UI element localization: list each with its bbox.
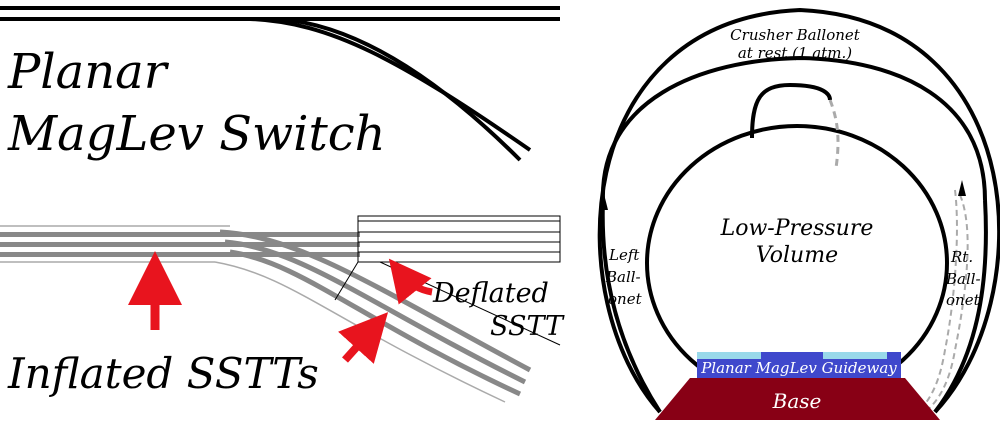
right-wall-arrow-mark <box>958 180 966 196</box>
guideway-highlight-left <box>697 352 761 359</box>
right-ballonet-label-line-1: Rt. <box>950 248 973 266</box>
crusher-label-line-2: at rest (1 atm.) <box>738 44 852 62</box>
left-ballonet-wall <box>600 199 662 414</box>
crusher-ballonet <box>750 82 832 139</box>
ballonet-boundary <box>600 55 987 201</box>
diverging-rail-inner <box>279 17 522 162</box>
left-ballonet-label-line-2: Ball- <box>605 268 641 286</box>
maglev-switch-diagram: Planar MagLev Switch <box>0 6 560 162</box>
guideway-label: Planar MagLev Guideway <box>700 359 897 377</box>
curved-sstt-rail-3 <box>229 249 522 397</box>
diverging-rail-outer <box>249 17 532 152</box>
tube-cross-section: Planar MagLev Guideway Base Crusher Ball… <box>597 7 1000 420</box>
crusher-ballonet-dashed <box>828 99 840 169</box>
curved-sstt-rail-2 <box>224 239 527 385</box>
curved-sstt-outline <box>214 261 506 403</box>
straight-sstt-rail-2 <box>0 242 360 247</box>
right-ballonet-label-line-2: Ball- <box>945 270 981 288</box>
straight-sstt-rail-1 <box>0 232 360 237</box>
base-label: Base <box>772 389 822 413</box>
right-ballonet-wall <box>933 199 988 414</box>
crusher-label-line-1: Crusher Ballonet <box>730 26 861 44</box>
low-pressure-label-line-2: Volume <box>756 243 838 268</box>
label-inflated-sstts: Inflated SSTTs <box>7 349 319 398</box>
title-line-1: Planar <box>7 44 170 100</box>
left-wall-arrow-mark <box>600 194 608 210</box>
curved-sstt-rail-1 <box>219 229 532 373</box>
right-ballonet-label-line-3: onet <box>946 291 981 309</box>
label-deflated-line-1: Deflated <box>432 278 549 309</box>
inflated-arrow-diagonal <box>338 312 389 364</box>
low-pressure-label-line-1: Low-Pressure <box>720 216 874 241</box>
deflated-arrow <box>388 258 433 305</box>
guideway-highlight-right <box>823 352 887 359</box>
left-ballonet-label-line-3: onet <box>608 290 643 308</box>
outer-envelope <box>597 7 1000 414</box>
base <box>655 378 940 420</box>
deflated-sstt-edge <box>334 261 359 301</box>
label-deflated-line-2: SSTT <box>490 311 565 342</box>
left-ballonet-label-line-1: Left <box>608 246 640 264</box>
title-line-2: MagLev Switch <box>7 106 386 162</box>
sstt-diagram: Inflated SSTTs Deflated SSTT <box>0 215 565 403</box>
right-ballonet-dashed-outer <box>924 194 969 413</box>
deflated-sstt-box <box>357 215 561 263</box>
